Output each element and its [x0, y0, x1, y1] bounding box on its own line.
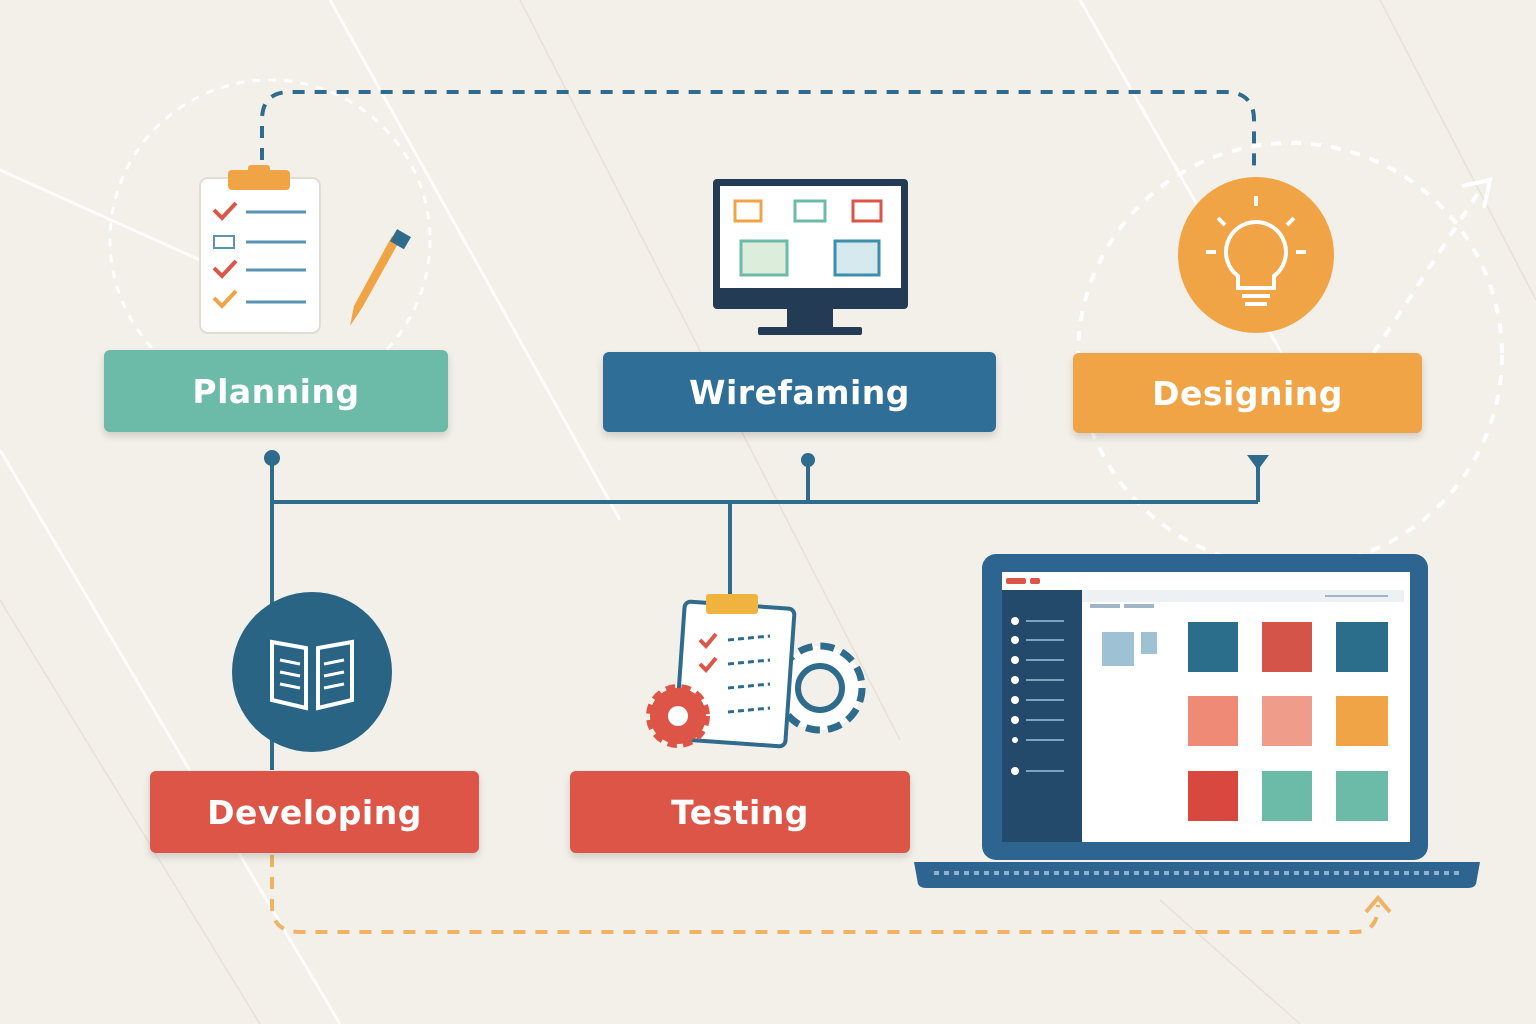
top-dashed-loop	[260, 90, 1256, 168]
dashed-circle-planning	[108, 78, 432, 402]
arrowhead-designing	[1461, 177, 1493, 209]
connector-node-designing	[1247, 455, 1269, 470]
monitor-wireframe-icon	[713, 179, 908, 335]
pencil-icon	[350, 229, 411, 326]
bottom-dashed-loop	[270, 855, 1380, 934]
open-book-icon	[232, 592, 392, 752]
clipboard-checklist-icon	[199, 165, 321, 334]
bottom-loop-arrowhead	[1364, 894, 1392, 914]
clipboard-gears-icon	[646, 594, 866, 749]
designing-label: Designing	[1073, 353, 1422, 433]
wireframing-label: Wirefaming	[603, 352, 996, 432]
testing-label: Testing	[570, 771, 910, 853]
developing-label: Developing	[150, 771, 479, 853]
laptop-ui-icon	[914, 554, 1480, 888]
connector-node-planning	[264, 450, 280, 466]
planning-label: Planning	[104, 350, 448, 432]
lightbulb-icon	[1178, 177, 1334, 333]
connector-node-wireframing	[801, 453, 815, 467]
